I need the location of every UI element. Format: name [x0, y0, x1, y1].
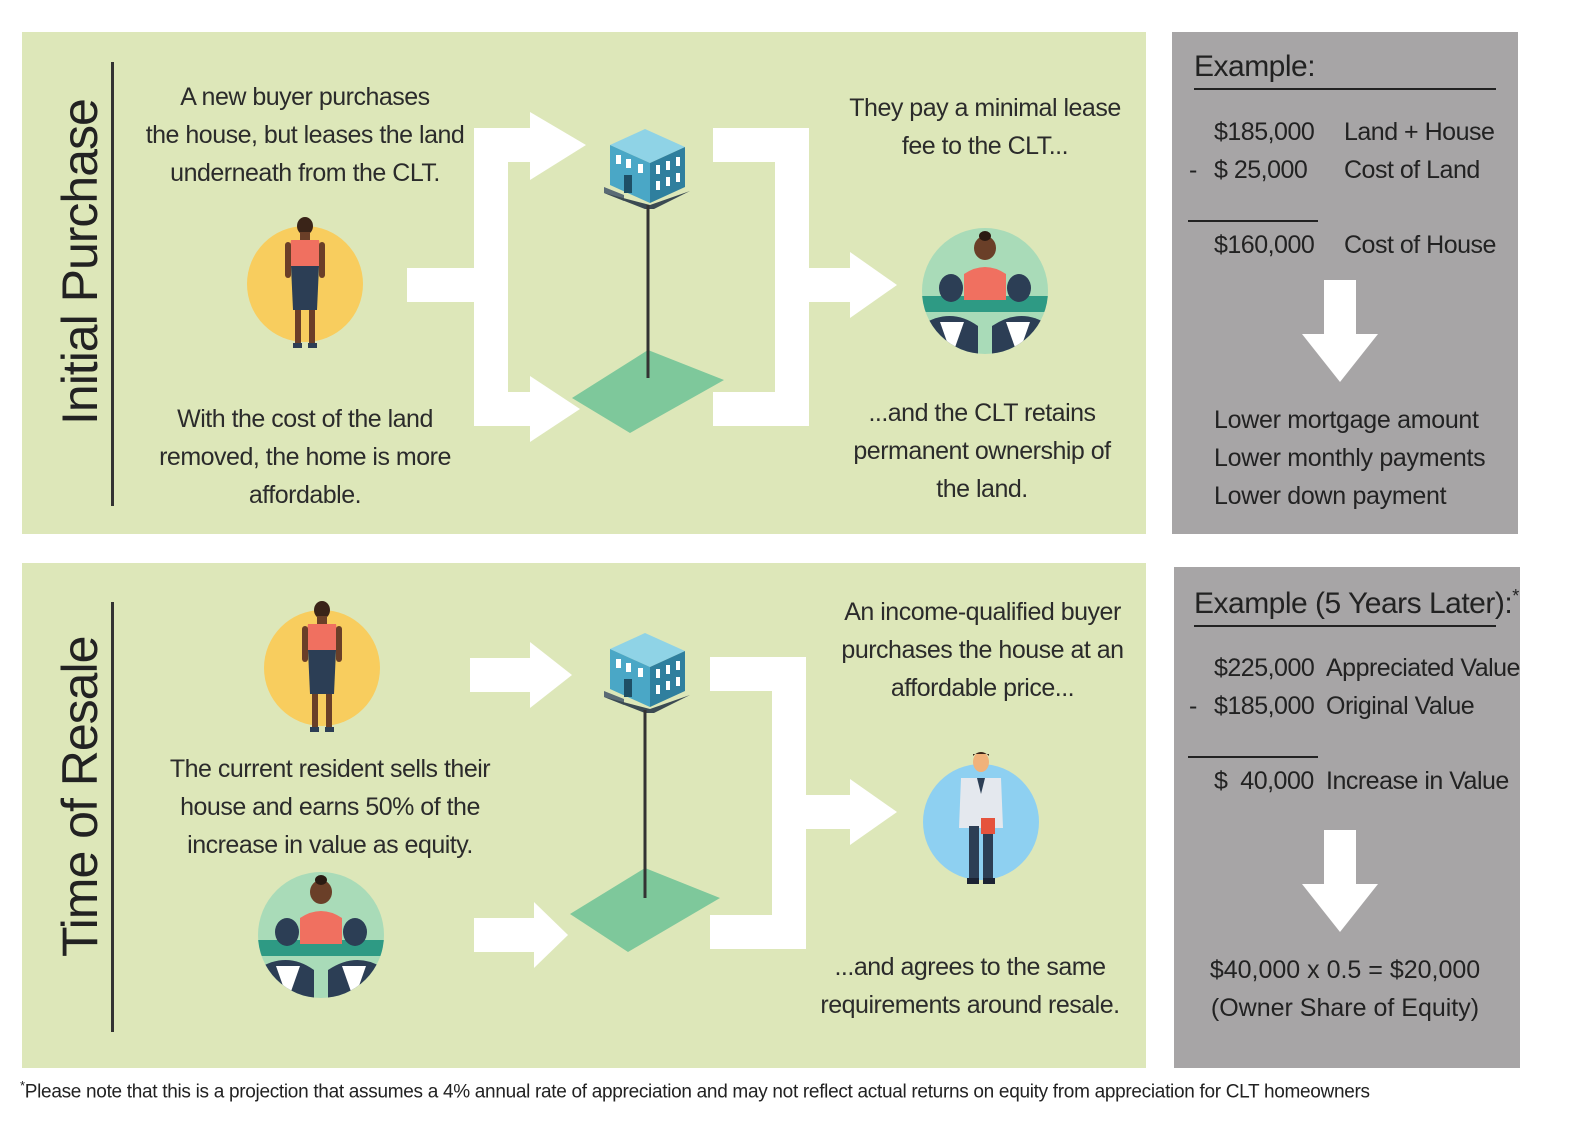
- down-arrow-icon: [1302, 280, 1378, 382]
- example-row-amount: $160,000: [1214, 231, 1315, 259]
- example-row-sign: -: [1189, 156, 1197, 184]
- equity-calculation-note: (Owner Share of Equity): [1210, 994, 1480, 1022]
- example-row-label: Increase in Value: [1326, 767, 1509, 795]
- down-arrow-icon: [1302, 830, 1378, 932]
- agrees-requirements-text: ...and agrees to the same requirements a…: [820, 953, 1120, 1019]
- footnote-text: Please note that this is a projection th…: [24, 1081, 1370, 1103]
- time-of-resale-divider: [111, 602, 114, 1032]
- example-row-label: Cost of House: [1344, 231, 1496, 259]
- example-later-title-rule: [1194, 625, 1496, 627]
- land-parcel-icon: [572, 350, 724, 433]
- footnote-mark: *: [20, 1078, 25, 1093]
- example-row-label: Original Value: [1326, 692, 1475, 720]
- benefit-item: Lower mortgage amount: [1214, 406, 1479, 434]
- example-row-amount: $225,000: [1214, 654, 1315, 682]
- cost-removed-text: With the cost of the land removed, the h…: [159, 405, 451, 509]
- buyer-leases-text: A new buyer purchases the house, but lea…: [145, 83, 465, 187]
- example-row-amount: $ 25,000: [1214, 156, 1308, 184]
- example-row-label: Land + House: [1344, 118, 1495, 146]
- example-row-label: Appreciated Value: [1326, 654, 1520, 682]
- example-later-title: Example (5 Years Later):*: [1194, 586, 1519, 621]
- benefit-item: Lower down payment: [1214, 482, 1447, 510]
- subtotal-rule: [1188, 756, 1318, 758]
- asterisk-mark: *: [1512, 586, 1519, 606]
- example-row-amount: $ 40,000: [1214, 767, 1314, 795]
- subtotal-rule: [1188, 220, 1318, 222]
- example-row-label: Cost of Land: [1344, 156, 1480, 184]
- example-later-title-text: Example (5 Years Later):: [1194, 587, 1513, 620]
- example-row-amount: $185,000: [1214, 118, 1315, 146]
- example-title-rule: [1194, 88, 1496, 90]
- qualified-buyer-text: An income-qualified buyer purchases the …: [841, 598, 1124, 702]
- resident-sells-text: The current resident sells their house a…: [169, 755, 491, 859]
- lease-fee-text: They pay a minimal lease fee to the CLT.…: [849, 94, 1121, 160]
- land-parcel-icon: [570, 868, 720, 952]
- clt-retains-text: ...and the CLT retains permanent ownersh…: [853, 399, 1111, 503]
- benefit-item: Lower monthly payments: [1214, 444, 1486, 472]
- initial-purchase-divider: [111, 62, 114, 506]
- example-row-sign: -: [1189, 692, 1197, 720]
- footnote: *Please note that this is a projection t…: [20, 1078, 1370, 1103]
- example-row-amount: $185,000: [1214, 692, 1315, 720]
- example-later-panel: [1174, 567, 1520, 1068]
- equity-calculation: $40,000 x 0.5 = $20,000: [1209, 956, 1481, 984]
- example-title: Example:: [1194, 50, 1316, 83]
